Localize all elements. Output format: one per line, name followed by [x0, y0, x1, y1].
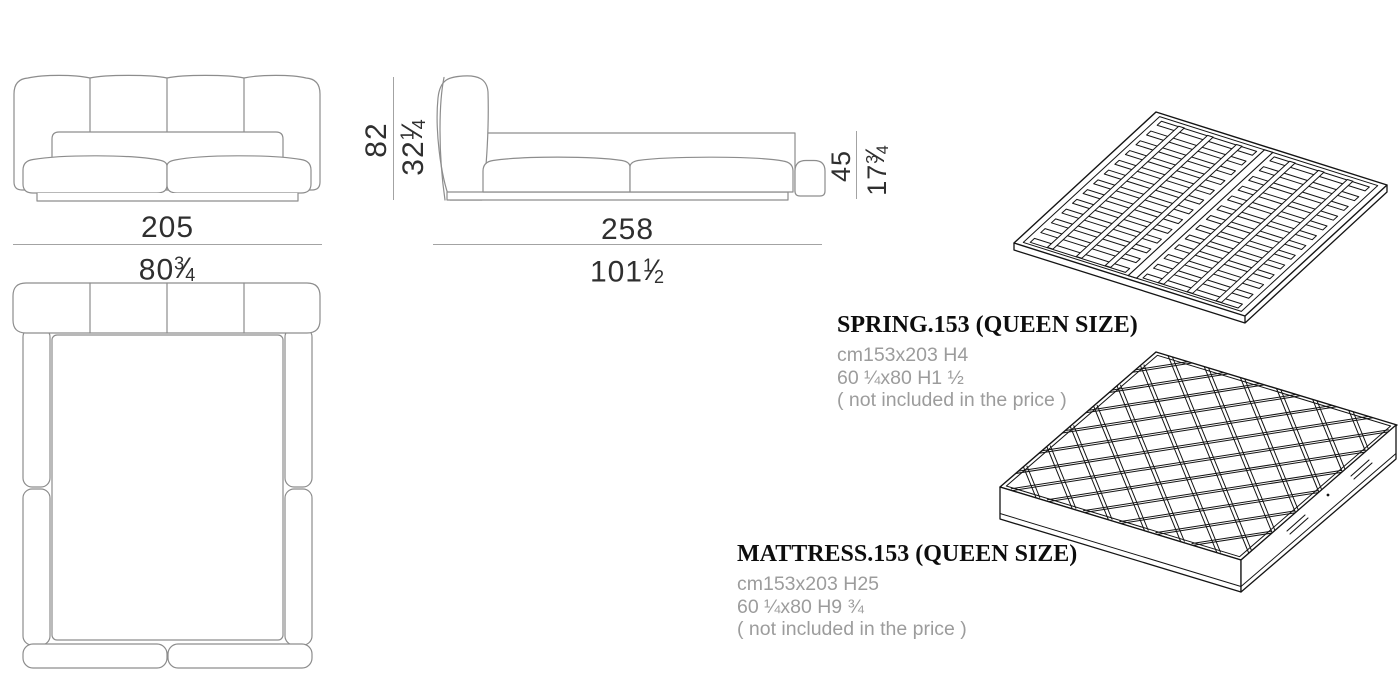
fraction-slash: ⁄	[651, 254, 658, 288]
mattress-handle-2	[1350, 459, 1373, 480]
mattress-quilting-pattern	[1000, 352, 1397, 560]
fraction-slash: ⁄	[395, 126, 429, 133]
side-rail-left-lower	[22, 488, 51, 646]
headboard-profile	[436, 75, 489, 201]
side-rail-right-upper	[284, 327, 313, 488]
side-rail-left-upper	[22, 327, 51, 488]
dimension-line-length	[433, 244, 822, 245]
mattress-dimensions-in: 60 ¼x80 H9 ¾	[737, 595, 864, 618]
fraction: 1⁄4	[395, 118, 431, 140]
fraction-slash: ⁄	[860, 151, 891, 157]
foot-cushion-left	[22, 643, 168, 669]
side-rail-right-lower	[284, 488, 313, 646]
headboard-band-seams	[89, 282, 245, 334]
spring-base-isometric-drawing	[983, 93, 1395, 335]
mattress-product-label: MATTRESS.153 (QUEEN SIZE) cm153x203 H25 …	[737, 541, 1077, 641]
mattress-handle-1	[1286, 514, 1309, 535]
fraction-slash: ⁄	[182, 252, 189, 286]
foot-cushion-right	[167, 643, 313, 669]
bed-side-elevation-drawing	[436, 75, 826, 201]
dimension-line-front	[13, 244, 322, 245]
overall-length-inches: 1011⁄2	[433, 249, 822, 295]
mattress-tape-edge	[1006, 355, 1390, 556]
plinth-base	[36, 192, 299, 202]
dimension-line-foot-height	[856, 131, 857, 199]
dimension-value: 17	[861, 163, 892, 196]
dimension-value: 80	[138, 253, 175, 287]
mattress-dimensions-cm: cm153x203 H25	[737, 573, 880, 595]
fraction: 3⁄4	[860, 144, 893, 164]
mattress-price-note: ( not included in the price )	[737, 618, 967, 640]
bed-plan-view-drawing	[12, 282, 321, 669]
spring-dimensions-cm: cm153x203 H4	[837, 344, 969, 366]
quilt-lines-a	[1000, 352, 1397, 560]
fraction-numerator: 1	[643, 256, 655, 276]
dimension-value: 45	[825, 149, 856, 183]
mattress-isometric-drawing	[975, 345, 1400, 607]
fraction-numerator: 3	[174, 254, 186, 274]
seat-cushion-left	[22, 155, 168, 194]
fraction: 1⁄2	[643, 254, 666, 288]
spring-product-name: SPRING.153 (QUEEN SIZE)	[837, 312, 1138, 338]
spring-slats-left-half	[1030, 121, 1256, 272]
base-slab	[446, 191, 789, 201]
spring-dimensions-in: 60 ¼x80 H1 ½	[837, 366, 964, 389]
foot-end-cushion	[794, 159, 826, 197]
dimension-value: 101	[589, 255, 643, 289]
mattress-cushion-left	[482, 156, 631, 193]
seat-cushion-right	[166, 155, 312, 194]
fraction: 3⁄4	[174, 252, 197, 286]
spring-tie-strips-right	[1158, 161, 1353, 302]
overall-length-cm: 258	[433, 213, 822, 247]
dimension-line-height	[393, 77, 394, 200]
foot-height-cm: 45	[823, 136, 859, 196]
spring-price-note: ( not included in the price )	[837, 389, 1067, 411]
mattress-bottom-piping	[999, 453, 1397, 587]
dimension-value: 205	[140, 211, 195, 244]
mattress-cushion-right	[629, 156, 794, 193]
spring-frame-thickness	[1013, 184, 1388, 324]
front-width-inches: 803⁄4	[13, 247, 322, 293]
fraction-denominator: 4	[185, 265, 197, 286]
dimension-value: 32	[397, 140, 430, 176]
front-width-cm: 205	[13, 211, 322, 245]
dimension-value: 82	[360, 122, 393, 158]
mattress-vent-dot	[1326, 493, 1330, 497]
mattress-product-name: MATTRESS.153 (QUEEN SIZE)	[737, 541, 1078, 567]
mattress-side-face-right	[1240, 424, 1397, 593]
fraction-denominator: 2	[654, 267, 666, 288]
bed-front-elevation-drawing	[13, 74, 321, 202]
headboard-seam	[439, 76, 446, 201]
spring-product-label: SPRING.153 (QUEEN SIZE) cm153x203 H4 60 …	[837, 312, 1138, 412]
quilt-lines-b	[1000, 352, 1397, 560]
dimension-value: 258	[600, 213, 655, 246]
overall-height-cm: 82	[357, 110, 397, 170]
spring-slats-right-half	[1143, 157, 1369, 308]
spring-center-rail	[1128, 150, 1273, 278]
spring-tie-strips-left	[1047, 126, 1242, 267]
mattress-area	[51, 334, 284, 641]
